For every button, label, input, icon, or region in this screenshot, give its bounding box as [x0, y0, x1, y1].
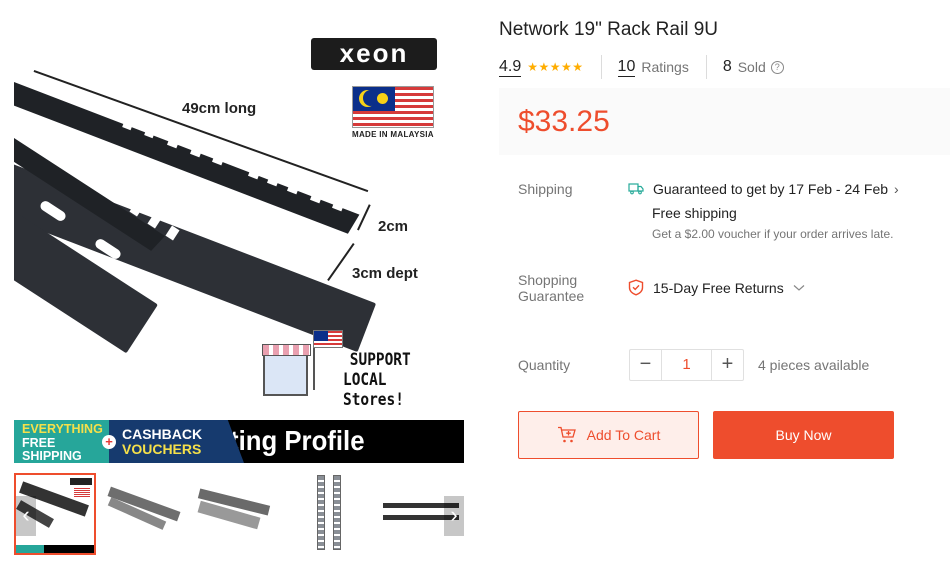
thumbnail-4[interactable] — [287, 473, 369, 555]
ratings-count-stat[interactable]: 10 Ratings — [600, 55, 706, 79]
quantity-input[interactable]: 1 — [661, 350, 712, 380]
add-to-cart-label: Add To Cart — [586, 427, 661, 443]
quantity-stepper: − 1 + — [629, 349, 744, 381]
shopping-guarantee-label: Shopping Guarantee — [518, 272, 585, 304]
thumbnail-2[interactable] — [105, 473, 187, 555]
ratings-label: Ratings — [641, 59, 689, 75]
thumbnail-3[interactable] — [196, 473, 278, 555]
store-icon — [262, 344, 311, 396]
length-label: 49cm long — [182, 100, 257, 117]
quantity-label: Quantity — [518, 357, 571, 373]
shipping-label: Shipping — [518, 181, 573, 197]
quantity-increase-button[interactable]: + — [721, 353, 734, 375]
truck-icon — [628, 183, 644, 195]
product-title: Network 19" Rack Rail 9U — [499, 19, 718, 40]
height-arrow — [357, 204, 371, 231]
stock-available: 4 pieces available — [758, 357, 870, 373]
profile-banner-text: ting Profile — [230, 425, 365, 456]
cashback-vouchers-badge: CASHBACK VOUCHERS — [109, 420, 244, 463]
sold-count: 8 — [722, 58, 732, 75]
chevron-down-icon — [793, 284, 805, 291]
sold-label: Sold — [737, 59, 766, 75]
main-product-image[interactable]: 49cm long — [14, 18, 464, 463]
depth-label: 3cm dept — [352, 265, 418, 282]
free-returns-dropdown[interactable]: 15-Day Free Returns — [628, 279, 805, 296]
thumbnail-1[interactable] — [14, 473, 96, 555]
quantity-decrease-button[interactable]: − — [639, 353, 652, 375]
free-shipping-text: Free shipping — [652, 205, 737, 221]
plus-icon: + — [102, 435, 116, 449]
height-label: 2cm — [378, 218, 409, 235]
ratings-count: 10 — [617, 57, 636, 77]
shield-check-icon — [628, 279, 644, 296]
rating-stat[interactable]: 4.9 ★★★★★ — [499, 55, 601, 79]
product-price: $33.25 — [518, 105, 610, 138]
made-in-label: MADE IN MALAYSIA — [352, 130, 434, 139]
rating-value: 4.9 — [499, 57, 522, 77]
add-to-cart-button[interactable]: Add To Cart — [518, 411, 699, 459]
sold-stat: 8 Sold ? — [705, 55, 801, 79]
malaysia-flag — [352, 86, 434, 128]
shipping-guarantee-link[interactable]: Guaranteed to get by 17 Feb - 24 Feb › — [628, 181, 899, 197]
shipping-guarantee-text: Guaranteed to get by 17 Feb - 24 Feb — [653, 181, 889, 197]
product-gallery: 49cm long — [0, 0, 470, 569]
product-stats: 4.9 ★★★★★ 10 Ratings 8 Sold ? — [499, 55, 801, 79]
help-icon[interactable]: ? — [770, 60, 784, 74]
buy-now-button[interactable]: Buy Now — [713, 411, 894, 459]
small-flag-icon — [313, 330, 343, 348]
cart-add-icon — [557, 426, 576, 443]
depth-arrow — [327, 243, 355, 282]
thumbnail-next-button[interactable]: › — [444, 496, 464, 536]
brand-logo: xeon — [311, 38, 437, 70]
chevron-right-icon: › — [894, 181, 899, 197]
late-voucher-note: Get a $2.00 voucher if your order arrive… — [652, 227, 894, 241]
support-local-badge: SUPPORT LOCAL Stores! — [262, 330, 443, 410]
free-returns-text: 15-Day Free Returns — [653, 279, 784, 296]
price-section: $33.25 — [499, 88, 950, 155]
thumbnail-strip: ‹ › — [14, 473, 464, 555]
free-shipping-badge: EVERYTHING FREE SHIPPING — [14, 420, 109, 463]
thumbnail-5[interactable] — [378, 473, 460, 555]
thumbnail-prev-button[interactable]: ‹ — [16, 496, 36, 536]
star-rating-icon: ★★★★★ — [527, 60, 584, 74]
